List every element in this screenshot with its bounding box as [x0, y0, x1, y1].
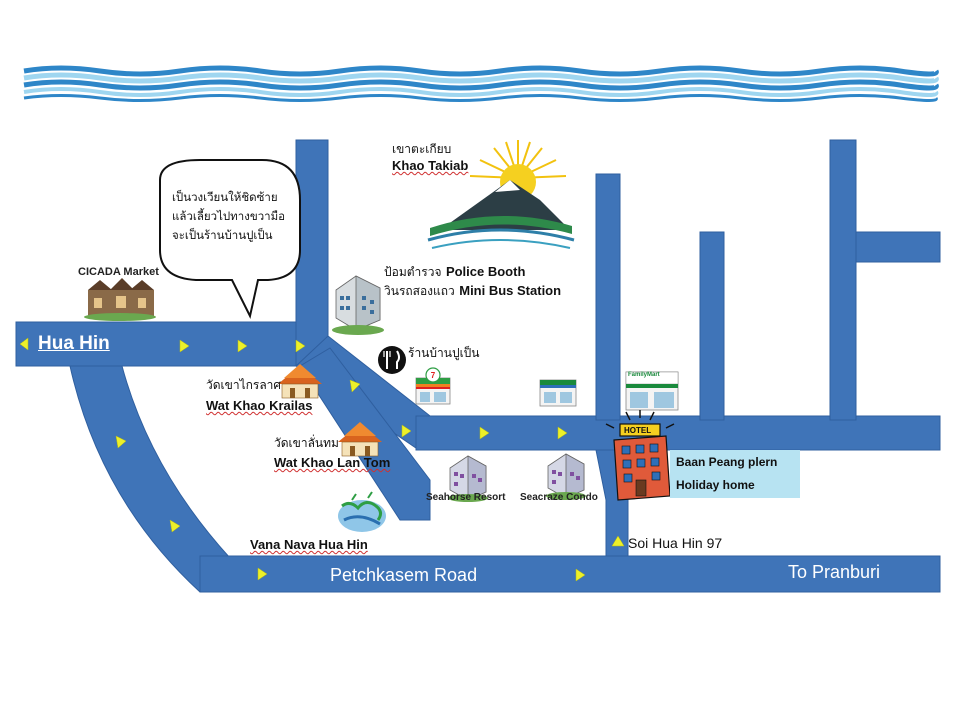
speech-line-1: เป็นวงเวียนให้ชิดซ้าย: [172, 190, 278, 204]
hotel-name-line-1: Baan Peang plern: [676, 455, 778, 469]
direction-arrow-icon: [19, 337, 29, 351]
speech-line-2: แล้วเลี้ยวไปทางขวามือ: [172, 209, 286, 223]
speech-bubble-text: เป็นวงเวียนให้ชิดซ้าย แล้วเลี้ยวไปทางขวา…: [172, 188, 285, 245]
hotel-building-icon: [605, 410, 675, 501]
direction-arrow-icon: [295, 339, 306, 353]
direction-arrow-icon: [169, 519, 181, 533]
road-north: [295, 139, 329, 367]
direction-arrow-icon: [479, 426, 490, 440]
building-icon: [546, 453, 586, 500]
label-to-pranburi: To Pranburi: [788, 562, 881, 582]
road-hua-hin: [15, 321, 327, 367]
thai-temple-icon: [338, 422, 382, 457]
label-wat-lantom-thai: วัดเขาลั่นทม: [274, 436, 339, 450]
label-khao-takiab: Khao Takiab: [392, 158, 469, 173]
cicada-market-icon: [84, 278, 156, 321]
building-icon: [332, 275, 384, 335]
road-east: [415, 415, 941, 451]
direction-arrow-icon: [115, 435, 127, 449]
label-petchkasem-road: Petchkasem Road: [330, 565, 478, 585]
label-seacraze-condo: Seacraze Condo: [520, 492, 598, 503]
label-cicada-market: CICADA Market: [78, 266, 159, 278]
label-vana-nava: Vana Nava Hua Hin: [250, 537, 368, 552]
label-mini-bus-thai: วินรถสองแถว: [384, 284, 455, 298]
speech-bubble: [159, 159, 301, 319]
label-mini-bus: วินรถสองแถว Mini Bus Station: [384, 282, 561, 301]
road-stub-3: [829, 139, 857, 421]
label-khao-takiab-thai: เขาตะเกียบ: [392, 142, 452, 156]
label-police-booth: ป้อมตำรวจ Police Booth: [384, 263, 525, 282]
label-familymart: FamilyMart: [628, 372, 660, 378]
familymart-store-icon: [539, 379, 577, 407]
direction-arrow-icon: [237, 339, 248, 353]
label-hua-hin: Hua Hin: [38, 333, 110, 354]
road-stub-1: [595, 173, 621, 421]
sea-waves: [23, 65, 939, 102]
direction-arrow-icon: [611, 535, 625, 547]
label-seahorse-resort: Seahorse Resort: [426, 492, 506, 503]
building-icon: [448, 455, 488, 502]
speech-line-3: จะเป็นร้านบ้านปูเป็น: [172, 228, 273, 242]
direction-arrows: [19, 337, 625, 582]
familymart-store-icon: [625, 371, 679, 411]
label-wat-lantom: Wat Khao Lan Tom: [274, 455, 391, 470]
road-network: [15, 139, 941, 593]
label-hotel-sign: HOTEL: [624, 426, 652, 435]
label-wat-krailas: Wat Khao Krailas: [206, 398, 313, 413]
direction-arrow-icon: [349, 379, 361, 393]
label-mini-bus-en: Mini Bus Station: [459, 283, 562, 298]
mountain-sun-logo: [427, 140, 575, 249]
road-stub-2: [699, 231, 725, 421]
label-restaurant-thai: ร้านบ้านปูเป็น: [408, 346, 480, 360]
svg-text:7: 7: [431, 371, 436, 380]
label-wat-krailas-thai: วัดเขาไกรลาศ: [206, 378, 282, 392]
label-police-booth-thai: ป้อมตำรวจ: [384, 265, 442, 279]
direction-arrow-icon: [257, 567, 268, 581]
vana-nava-logo: [338, 491, 386, 532]
hotel-name-line-2: Holiday home: [676, 478, 755, 492]
direction-arrow-icon: [557, 426, 568, 440]
road-petchkasem: [199, 555, 941, 593]
label-soi-hua-hin-97: Soi Hua Hin 97: [628, 535, 723, 551]
hotel-info-box: Baan Peang plern Holiday home: [670, 450, 800, 498]
road-stub-3-branch: [855, 231, 941, 263]
seven-eleven-store-icon: 7: [415, 367, 451, 405]
direction-arrow-icon: [575, 568, 586, 582]
direction-arrow-icon: [401, 424, 412, 438]
direction-arrow-icon: [179, 339, 190, 353]
fork-knife-icon: [378, 346, 406, 374]
label-police-booth-en: Police Booth: [445, 264, 526, 279]
thai-temple-icon: [278, 364, 322, 399]
